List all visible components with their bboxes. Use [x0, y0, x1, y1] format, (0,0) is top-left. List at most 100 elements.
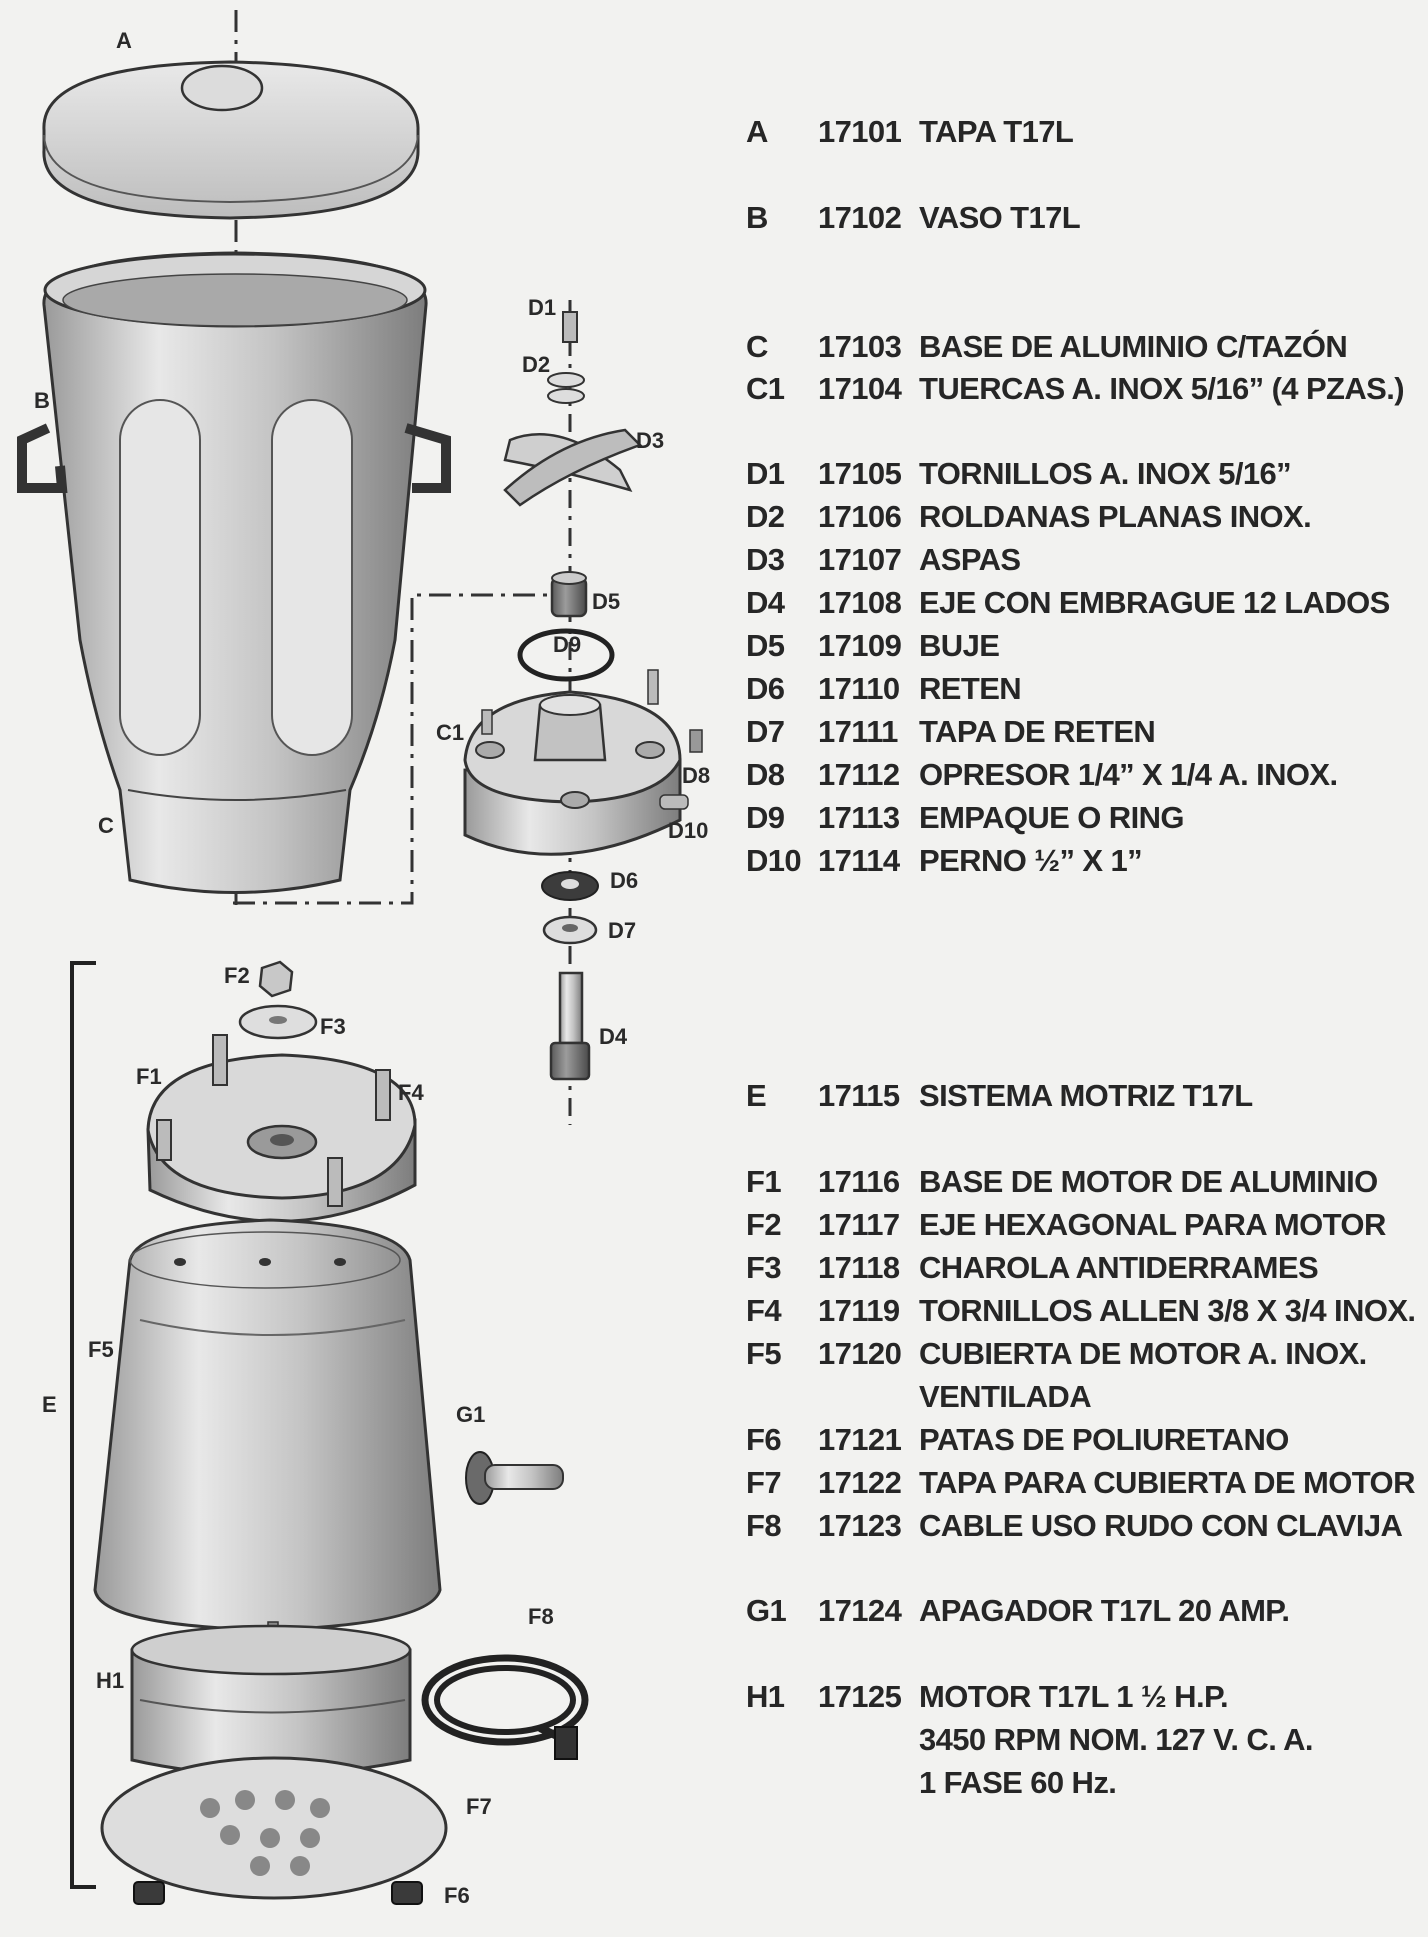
blade-assembly-part [503, 311, 643, 507]
part-number: 17120 [818, 1336, 902, 1371]
part-code: F3 [746, 1250, 782, 1285]
part-description: CABLE USO RUDO CON CLAVIJA [919, 1508, 1403, 1543]
part-description: TORNILLOS ALLEN 3/8 X 3/4 INOX. [919, 1293, 1416, 1328]
part-code: D8 [746, 757, 785, 792]
part-h1-continuation-1: 3450 RPM NOM. 127 V. C. A. [919, 1722, 1313, 1757]
aluminum-base-part [463, 669, 703, 856]
part-code: D2 [746, 499, 785, 534]
part-code: B [746, 200, 768, 235]
callout-f5: F5 [88, 1337, 114, 1362]
callout-f6: F6 [444, 1883, 470, 1908]
part-description: CUBIERTA DE MOTOR A. INOX. [919, 1336, 1367, 1371]
part-code: F4 [746, 1293, 782, 1328]
cable-part [421, 1654, 589, 1760]
part-number: 17104 [818, 371, 902, 406]
part-description: TAPA T17L [919, 114, 1074, 149]
part-number: 17111 [818, 714, 898, 749]
part-number: 17124 [818, 1593, 902, 1628]
part-number: 17116 [818, 1164, 900, 1199]
motor-system-bracket [70, 961, 96, 1889]
callout-d10: D10 [668, 818, 708, 843]
part-number: 17112 [818, 757, 900, 792]
part-description: BUJE [919, 628, 1000, 663]
part-code: F8 [746, 1508, 782, 1543]
part-number: 17107 [818, 542, 902, 577]
part-code: F2 [746, 1207, 782, 1242]
callout-d3: D3 [636, 428, 664, 453]
feet-part [133, 1881, 423, 1905]
part-description: EJE HEXAGONAL PARA MOTOR [919, 1207, 1386, 1242]
motor-base-part [146, 1034, 417, 1223]
part-number: 17109 [818, 628, 902, 663]
part-number: 17110 [818, 671, 900, 706]
part-code: D1 [746, 456, 785, 491]
part-code: D3 [746, 542, 785, 577]
part-number: 17121 [818, 1422, 902, 1457]
part-number: 17125 [818, 1679, 902, 1714]
part-description: VASO T17L [919, 200, 1081, 235]
part-number: 17113 [818, 800, 900, 835]
part-description: TAPA PARA CUBIERTA DE MOTOR [919, 1465, 1415, 1500]
part-number: 17117 [818, 1207, 900, 1242]
part-number: 17115 [818, 1078, 900, 1113]
callout-c: C [98, 813, 114, 838]
callout-f4: F4 [398, 1080, 424, 1105]
part-code: D9 [746, 800, 785, 835]
part-description: APAGADOR T17L 20 AMP. [919, 1593, 1290, 1628]
connector-line [233, 593, 548, 905]
part-code: D7 [746, 714, 785, 749]
part-description: TUERCAS A. INOX 5/16” (4 PZAS.) [919, 371, 1405, 406]
jar-part [17, 251, 451, 894]
part-number: 17101 [818, 114, 902, 149]
callout-h1: H1 [96, 1668, 124, 1693]
part-number: 17123 [818, 1508, 902, 1543]
part-description: ROLDANAS PLANAS INOX. [919, 499, 1312, 534]
part-f5-continuation: VENTILADA [919, 1379, 1092, 1414]
part-number: 17106 [818, 499, 902, 534]
part-code: D4 [746, 585, 785, 620]
callout-d8: D8 [682, 763, 710, 788]
part-code: F7 [746, 1465, 782, 1500]
part-number: 17114 [818, 843, 900, 878]
cover-plate-part [100, 1756, 448, 1900]
part-description: PATAS DE POLIURETANO [919, 1422, 1289, 1457]
part-code: D5 [746, 628, 785, 663]
part-description: EJE CON EMBRAGUE 12 LADOS [919, 585, 1390, 620]
part-description: RETEN [919, 671, 1022, 706]
callout-g1: G1 [456, 1402, 485, 1427]
part-code: C1 [746, 371, 785, 406]
part-code: E [746, 1078, 767, 1113]
callout-d1: D1 [528, 295, 556, 320]
part-number: 17122 [818, 1465, 902, 1500]
callout-d9: D9 [553, 632, 581, 657]
part-description: EMPAQUE O RING [919, 800, 1184, 835]
part-number: 17119 [818, 1293, 900, 1328]
switch-part [465, 1451, 564, 1505]
seal-shaft-part [541, 871, 599, 1081]
part-code: C [746, 329, 768, 364]
part-number: 17103 [818, 329, 902, 364]
part-code: H1 [746, 1679, 785, 1714]
part-number: 17108 [818, 585, 902, 620]
part-description: ASPAS [919, 542, 1021, 577]
part-code: A [746, 114, 768, 149]
part-number: 17118 [818, 1250, 900, 1285]
part-description: MOTOR T17L 1 ½ H.P. [919, 1679, 1229, 1714]
part-description: TORNILLOS A. INOX 5/16” [919, 456, 1292, 491]
callout-f2: F2 [224, 963, 250, 988]
callout-d6: D6 [610, 868, 638, 893]
hex-shaft-drip-tray-part [238, 960, 318, 1040]
callout-d7: D7 [608, 918, 636, 943]
bushing-oring-part [517, 571, 615, 682]
part-number: 17105 [818, 456, 902, 491]
callout-f3: F3 [320, 1014, 346, 1039]
part-description: CHAROLA ANTIDERRAMES [919, 1250, 1319, 1285]
part-description: PERNO ½” X 1” [919, 843, 1143, 878]
lid-part [42, 60, 420, 220]
callout-f7: F7 [466, 1794, 492, 1819]
part-code: F6 [746, 1422, 782, 1457]
part-code: G1 [746, 1593, 787, 1628]
part-code: F1 [746, 1164, 782, 1199]
